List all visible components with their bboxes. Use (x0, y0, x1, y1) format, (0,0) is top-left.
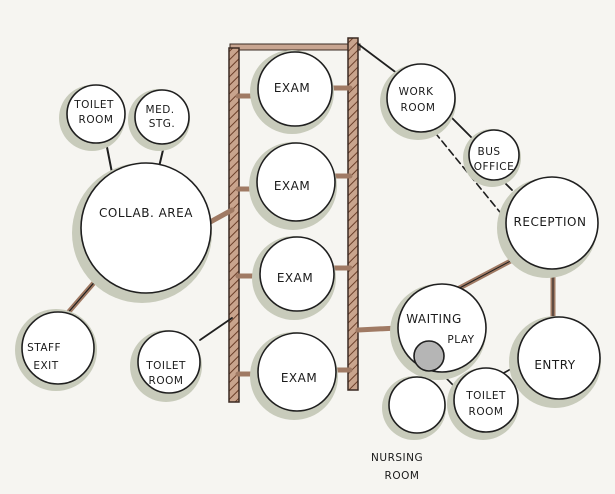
bubble-toilet-room-1 (66, 84, 126, 144)
bubble-bus-office (468, 129, 520, 181)
label-work-room: WORK ROOM (399, 86, 438, 114)
bubble-med-stg (134, 89, 190, 145)
label-toilet-room-3: TOILET ROOM (465, 390, 510, 418)
label-med-stg: MED. STG. (146, 104, 179, 130)
bubble-collab-area (80, 162, 212, 294)
bubble-exam-1 (257, 51, 333, 127)
labels: TOILET ROOM MED. STG. COLLAB. AREA STAFF… (27, 81, 586, 483)
label-toilet-room-1: TOILET ROOM (73, 99, 118, 126)
label-bus-office: BUS OFFICE (474, 146, 514, 173)
bubble-work-room (386, 63, 456, 133)
bubbles (15, 50, 601, 440)
bubble-staff-exit (21, 311, 95, 385)
bubble-exam-2 (256, 142, 336, 222)
bubble-nursing-room (388, 376, 446, 434)
bubble-exam-3 (259, 236, 335, 312)
label-toilet-room-2: TOILET ROOM (145, 360, 190, 387)
label-nursing-room: NURSING ROOM (371, 452, 427, 482)
label-reception: RECEPTION (514, 215, 587, 229)
label-play: PLAY (447, 334, 474, 346)
bubble-play (413, 340, 445, 372)
label-collab-area: COLLAB. AREA (99, 206, 193, 220)
link-reception-waiting-line (451, 255, 521, 293)
bubble-exam-4 (257, 332, 337, 412)
label-staff-exit: STAFF EXIT (27, 342, 65, 372)
link-work-reception (427, 123, 509, 223)
bubble-toilet-room-2 (137, 330, 201, 394)
link-corridor-work (357, 43, 399, 75)
label-entry: ENTRY (534, 358, 575, 372)
label-waiting: WAITING (406, 312, 462, 326)
link-toilet2-corridor (199, 317, 233, 341)
bubble-reception (505, 176, 599, 270)
label-exam-4: EXAM (281, 371, 317, 385)
label-exam-1: EXAM (274, 81, 310, 95)
corridor (228, 37, 361, 403)
bubble-toilet-room-3 (453, 367, 519, 433)
label-exam-2: EXAM (274, 179, 310, 193)
bubble-entry (517, 316, 601, 400)
label-exam-3: EXAM (277, 271, 313, 285)
